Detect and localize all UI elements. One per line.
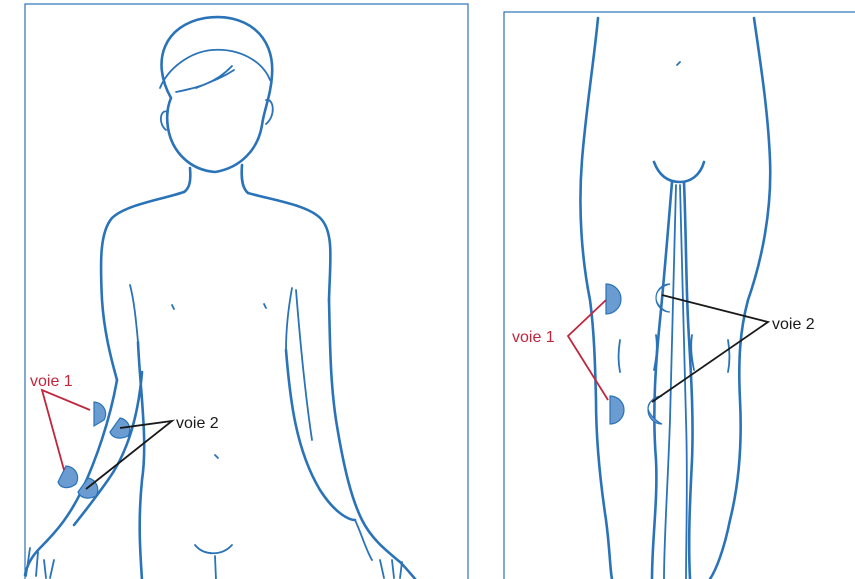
crotch	[654, 162, 704, 182]
torso-left	[101, 192, 184, 380]
leg-injection-site-route1-upper	[606, 284, 621, 314]
waist-right	[286, 350, 355, 520]
leg-route-1-label: voie 1	[512, 329, 555, 346]
hand-right	[355, 520, 402, 578]
nipple-right	[264, 304, 266, 308]
hair-strand	[176, 66, 234, 92]
route-2-label: voie 2	[176, 415, 219, 432]
injection-site-route1-upper	[94, 402, 106, 426]
leg-route-1-pointer	[568, 300, 608, 400]
inner-leg-left	[652, 182, 672, 579]
forearm-left-inner	[74, 372, 142, 525]
midline	[215, 556, 216, 579]
navel-mark	[677, 62, 680, 65]
nipple-left	[172, 305, 174, 309]
armpit-right	[286, 288, 292, 350]
route-1-label: voie 1	[30, 373, 73, 390]
knee-mark-1	[619, 340, 621, 372]
leg-injection-site-route1-lower	[610, 396, 624, 424]
knee-mark-4	[728, 340, 730, 372]
head-outline	[162, 17, 273, 172]
lower-abdomen	[195, 545, 232, 553]
navel	[215, 455, 218, 458]
injection-site-route2-upper	[110, 418, 130, 438]
route-1-pointer	[42, 390, 90, 470]
leg-right-outer	[710, 18, 770, 579]
upper-body-panel: voie 1 voie 2	[25, 4, 468, 579]
injection-site-route1-lower	[58, 466, 78, 488]
hair-line	[160, 50, 270, 88]
leg-route-2-label: voie 2	[772, 316, 815, 333]
legs-panel: voie 1 voie 2	[504, 12, 855, 579]
armpit-left	[130, 285, 138, 342]
torso-right	[248, 193, 330, 300]
leg-route-2-pointer	[652, 295, 768, 402]
arm-right-inner	[296, 290, 312, 440]
arm-right	[329, 300, 416, 579]
legs-frame	[504, 12, 855, 579]
neck	[184, 165, 248, 193]
